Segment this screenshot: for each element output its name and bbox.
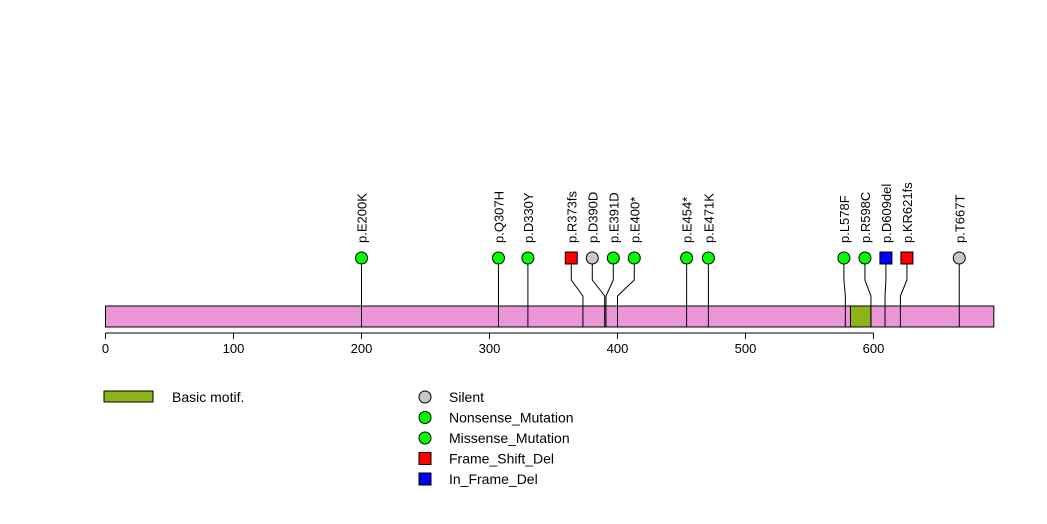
legend-circle-icon [418, 411, 432, 424]
mutation-label: p.Q307H [491, 191, 506, 243]
mutation-head-square [879, 251, 893, 265]
mutation-head-circle [627, 251, 641, 265]
mutation-head-square [564, 251, 578, 265]
legend-label: Silent [449, 389, 484, 405]
mutation-label: p.L578F [837, 195, 852, 243]
mutation-stem [899, 258, 908, 327]
legend-label: Frame_Shift_Del [449, 451, 554, 467]
mutation-label: p.R373fs [564, 190, 579, 243]
mutation-head-circle [606, 251, 620, 265]
mutation-head-circle [952, 251, 966, 265]
legend-square-icon [418, 472, 432, 486]
mutation-head-circle [701, 251, 715, 265]
x-tick-label: 300 [479, 341, 501, 356]
mutation-label: p.E200K [355, 193, 370, 243]
mutation-stem [570, 258, 584, 327]
mutation-head-circle [521, 251, 535, 265]
legend-label: Missense_Mutation [449, 430, 570, 446]
mutation-label: p.D330Y [521, 192, 536, 243]
mutation-stem [843, 258, 846, 327]
mutation-label: p.E391D [606, 192, 621, 243]
legend-label: In_Frame_Del [449, 471, 538, 487]
legend-circle-icon [418, 390, 432, 404]
mutation-label: p.KR621fs [900, 182, 915, 243]
mutation-label: p.R598C [858, 192, 873, 243]
mutation-label: p.D609del [879, 184, 894, 243]
mutation-label: p.E400* [627, 197, 642, 243]
legend-domain-swatch [103, 390, 154, 403]
legend-square-icon [418, 452, 432, 465]
mutation-head-circle [355, 251, 368, 265]
mutation-stem [617, 258, 635, 327]
legend-label: Nonsense_Mutation [449, 410, 574, 426]
mutation-label: p.T667T [952, 195, 967, 243]
x-tick-label: 400 [607, 341, 629, 356]
x-tick-label: 100 [223, 341, 245, 356]
mutation-label: p.E454* [680, 197, 695, 243]
x-tick-label: 500 [735, 341, 757, 356]
mutation-stem [591, 258, 606, 327]
x-tick-label: 600 [863, 341, 885, 356]
mutation-head-circle [837, 251, 851, 265]
mutation-head-circle [680, 251, 694, 265]
mutation-head-circle [491, 251, 505, 265]
mutation-head-square [900, 251, 914, 265]
mutation-label: p.D390D [585, 192, 600, 243]
mutation-head-circle [858, 251, 872, 265]
domain-basic-motif [849, 305, 872, 328]
mutation-stem [605, 258, 614, 327]
mutation-stem [864, 258, 872, 327]
legend-circle-icon [418, 431, 432, 445]
protein-backbone [105, 305, 995, 328]
x-tick-label: 0 [102, 341, 109, 356]
x-tick-label: 200 [351, 341, 373, 356]
mutation-stem [884, 258, 887, 327]
legend-domain-label: Basic motif. [172, 389, 244, 405]
mutation-head-circle [585, 251, 599, 265]
mutation-label: p.E471K [701, 193, 716, 243]
